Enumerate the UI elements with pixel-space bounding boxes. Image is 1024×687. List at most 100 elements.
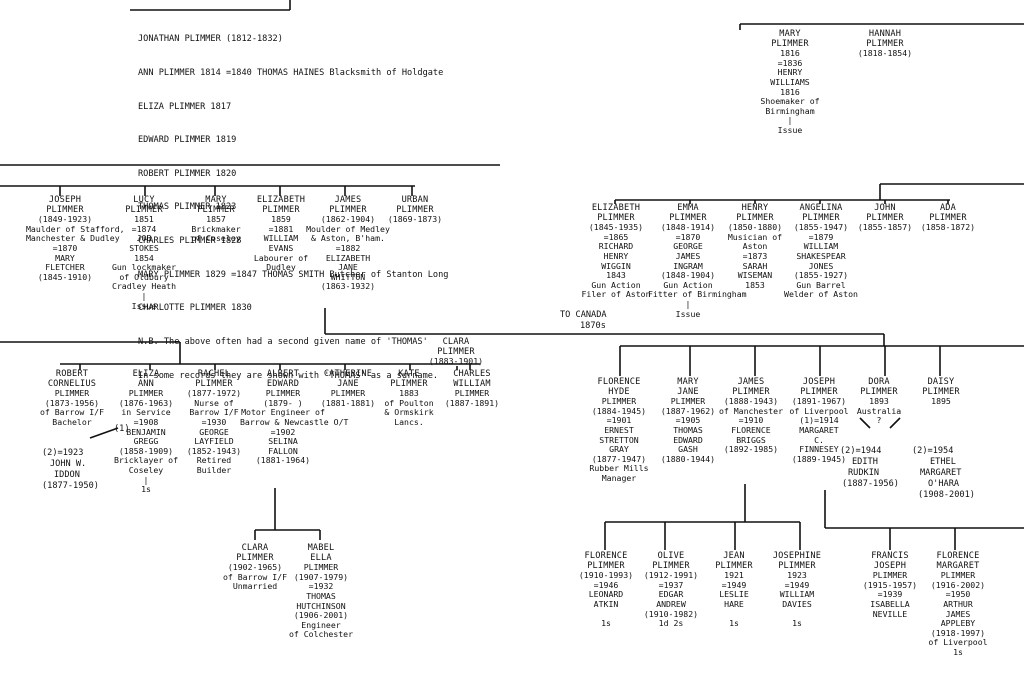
person-detail: PLIMMER [128, 388, 164, 399]
person-detail: (1884-1945) [591, 405, 647, 416]
person-detail: PLIMMER [454, 388, 490, 399]
person-detail: =1882 [335, 242, 361, 253]
person-name: ELIZABETH [591, 203, 641, 213]
person-detail: PLIMMER [396, 204, 434, 215]
person-detail: (1902-1965) [227, 562, 283, 573]
person-name: FLORENCE [936, 551, 980, 561]
person-detail: =1874 [131, 223, 157, 234]
person-name: JOSEPHINE [772, 551, 822, 561]
person-detail: JAMES [675, 250, 701, 261]
robert-marriage: (2)=1923 [42, 448, 84, 458]
person-detail: 1s [953, 646, 963, 657]
person-detail: =1873 [742, 250, 768, 261]
person-detail: Cradley Heath [111, 281, 177, 292]
note-line: ROBERT PLIMMER 1820 [138, 168, 237, 179]
person-detail: PLIMMER [125, 204, 163, 215]
person-detail: (1887-1891) [444, 397, 500, 408]
person-detail: Aston [742, 241, 768, 252]
person-name: JOSEPH [802, 377, 836, 387]
person-detail: of Colchester [288, 629, 354, 640]
person-detail: (1858-1909) [118, 445, 174, 456]
person-detail: ELLA [310, 552, 332, 563]
person-detail: PLIMMER [866, 212, 904, 223]
person-detail: Musician of [727, 231, 783, 242]
person-detail: =1881 [268, 223, 294, 234]
person-detail: WILLIAM [263, 233, 299, 244]
person-detail: PLIMMER [195, 378, 233, 389]
person-detail: Shoemaker of [760, 96, 820, 107]
person-detail: (1910-1993) [578, 570, 634, 581]
person-detail: SHAKESPEAR [796, 250, 846, 261]
person-detail: WILLIAM [779, 589, 815, 600]
person-detail: | [143, 474, 149, 485]
person-detail: (1877-1947) [591, 453, 647, 464]
note-line: ANN PLIMMER 1814 =1840 THOMAS HAINES Bla… [138, 68, 444, 79]
person-detail: (1818-1854) [857, 48, 913, 59]
person-detail: Brickmaker [191, 223, 241, 234]
person-detail: =1865 [603, 231, 629, 242]
person-detail: Engineer [301, 619, 341, 630]
person-detail: 1s [729, 618, 739, 629]
person-name: URBAN [401, 195, 429, 205]
person-detail: 1s [141, 484, 151, 495]
person-detail: LEONARD [588, 589, 624, 600]
person-detail: PLIMMER [715, 560, 753, 571]
person-detail: THOMAS [673, 424, 703, 435]
person-detail: | [141, 290, 147, 301]
person-detail: =1937 [658, 579, 684, 590]
person-name: MARY [677, 377, 699, 387]
person-detail: | [787, 115, 793, 126]
person-detail: (1883-1901) [428, 356, 484, 367]
person-detail: PLIMMER [265, 388, 301, 399]
person-detail: of Barrow I/F [39, 407, 105, 418]
person-name: CLARA [241, 543, 269, 553]
person-detail: (1845-1935) [588, 222, 644, 233]
person-detail: (1877-1972) [186, 388, 242, 399]
person-detail: Gun Action [591, 279, 641, 290]
person-detail: =1930 [201, 416, 227, 427]
person-detail: WILLIAMS [770, 76, 810, 87]
person-detail: 1816 [780, 48, 800, 59]
person-detail: LAYFIELD [194, 436, 234, 447]
person-detail: JOSEPH [873, 560, 907, 571]
person-detail: =1946 [593, 579, 619, 590]
person-detail: PLIMMER [771, 38, 809, 49]
person-detail: WISEMAN [737, 270, 773, 281]
person-detail: (1881-1964) [255, 455, 311, 466]
robert-spouse-dates: (1877-1950) [42, 481, 99, 491]
person-detail: Moulder of Medley [306, 223, 390, 234]
note-line: MARY PLIMMER 1829 =1847 THOMAS SMITH But… [138, 269, 449, 280]
person-detail: Builder [196, 464, 232, 475]
person-detail: =1901 [606, 415, 632, 426]
person-detail: Nurse of [194, 397, 234, 408]
person-detail: 1d 2s [658, 618, 684, 629]
person-detail: =1905 [675, 415, 701, 426]
person-detail: APPLEBY [940, 618, 976, 629]
person-name: ADA [939, 203, 957, 213]
person-detail: (1852-1943) [186, 445, 242, 456]
person-name: CHARLES [453, 369, 491, 379]
person-name: ALBERT [266, 369, 300, 379]
person-detail: (1881-1881) [320, 397, 376, 408]
person-detail: Retired [196, 455, 232, 466]
person-detail: PLIMMER [736, 212, 774, 223]
person-detail: HENRY [603, 250, 629, 261]
note-line: JONATHAN PLIMMER (1812-1832) [138, 34, 283, 45]
